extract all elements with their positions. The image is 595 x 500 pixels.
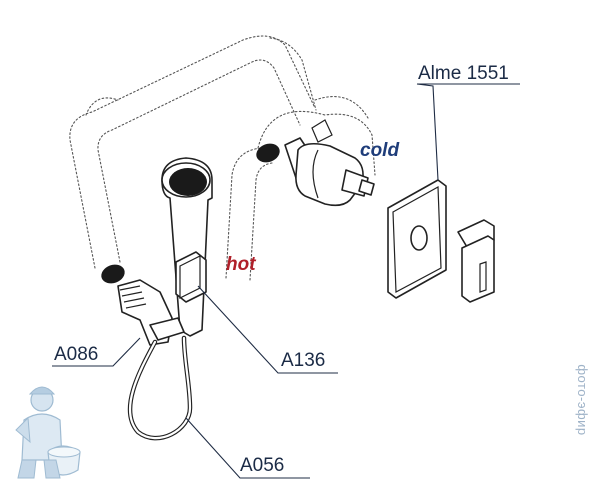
concealed-mixer-body: [284, 119, 375, 207]
watermark-text: фото-эфир: [575, 364, 590, 435]
concealed-pipe-run: [69, 35, 376, 281]
elbow-outlet: [117, 279, 185, 346]
a056-label: A056: [240, 455, 284, 476]
hand-shower: [161, 157, 213, 337]
cold-label: cold: [360, 140, 399, 161]
wall-cover-plate: [387, 179, 447, 299]
shower-holder: [175, 251, 207, 303]
pipe-end-fittings: [101, 143, 280, 284]
lever-handle: [457, 219, 495, 303]
a136-label: A136: [281, 350, 325, 371]
a086-label: A086: [54, 344, 98, 365]
hot-label: hot: [226, 254, 256, 275]
leader-lines: [52, 83, 520, 479]
plumber-mascot-icon: [15, 386, 81, 479]
model-label: Alme 1551: [418, 63, 509, 84]
flexible-hose: [127, 335, 193, 441]
